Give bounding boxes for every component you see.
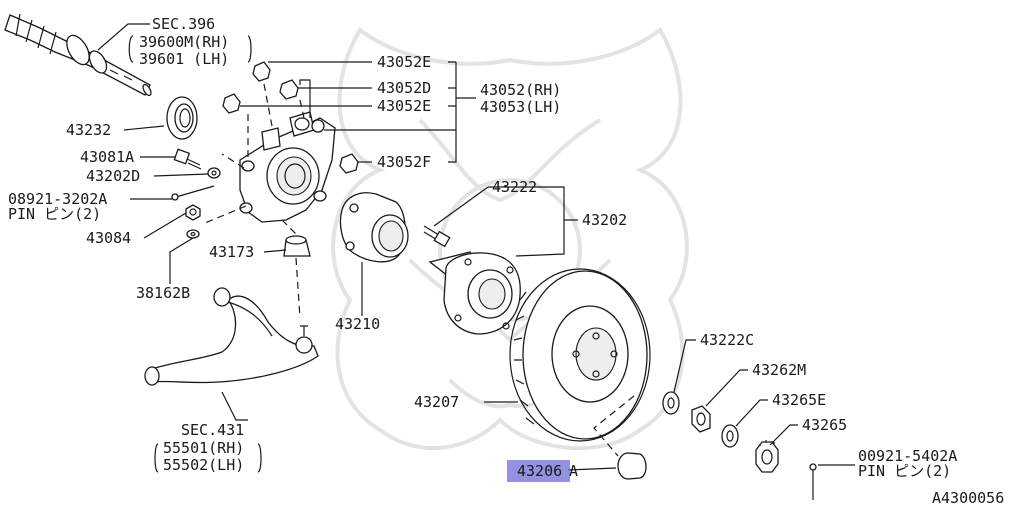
bumper-43173[interactable]: [283, 235, 311, 257]
bushing-43052E-top[interactable]: [252, 61, 271, 82]
label-43084: 43084: [86, 229, 131, 247]
bushing-43052F[interactable]: [339, 153, 359, 174]
bushing-43052E-mid[interactable]: [222, 93, 241, 114]
label-43222C: 43222C: [700, 331, 754, 349]
label-43265: 43265: [802, 416, 847, 434]
washer-38162B[interactable]: [186, 229, 200, 239]
label-43052E-top: 43052E: [377, 53, 431, 71]
label-43052-rh: 43052(RH): [480, 81, 561, 99]
label-sec396-rh: 39600M(RH): [139, 33, 229, 51]
leader-lines: [97, 23, 855, 473]
label-43206: 43206: [517, 462, 562, 480]
label-43207: 43207: [414, 393, 459, 411]
pin-00921[interactable]: [809, 463, 817, 500]
hub-bolt-43222[interactable]: [423, 225, 451, 248]
label-43262M: 43262M: [752, 361, 806, 379]
label-38162B: 38162B: [136, 284, 190, 302]
label-43222: 43222: [492, 178, 537, 196]
label-43053-lh: 43053(LH): [480, 98, 561, 116]
drive-shaft[interactable]: [4, 13, 153, 97]
oil-seal-43232[interactable]: [166, 96, 198, 140]
label-00921: 00921-5402A: [858, 447, 957, 465]
washer-43202D[interactable]: [207, 167, 221, 179]
wheel-hub-43202[interactable]: [428, 251, 521, 335]
brake-disc-43207[interactable]: [509, 268, 651, 442]
labels: SEC.396 39600M(RH) 39601 (LH) 43052E 430…: [8, 15, 1004, 507]
label-43052E-mid: 43052E: [377, 97, 431, 115]
label-43202: 43202: [582, 211, 627, 229]
label-sec396: SEC.396: [152, 15, 215, 33]
lower-arm[interactable]: [144, 287, 319, 386]
label-sec431: SEC.431: [181, 421, 244, 439]
washer-43265E[interactable]: [721, 424, 739, 448]
label-08921: 08921-3202A: [8, 190, 107, 208]
nut-43262M[interactable]: [691, 405, 711, 433]
nut-43084[interactable]: [185, 204, 201, 221]
label-43206-suffix: A: [569, 462, 578, 480]
label-43210: 43210: [335, 315, 380, 333]
label-43265E: 43265E: [772, 391, 826, 409]
label-43081A: 43081A: [80, 148, 134, 166]
label-43232: 43232: [66, 121, 111, 139]
highlight-43206: [507, 460, 570, 482]
label-pin-left: PIN ピン(2): [8, 205, 101, 223]
dust-cap-43206A[interactable]: [617, 452, 647, 480]
label-sec431-rh: 55501(RH): [163, 439, 244, 457]
rear-knuckle[interactable]: [239, 111, 336, 223]
castle-nut-43265[interactable]: [755, 440, 779, 473]
label-43052F: 43052F: [377, 153, 431, 171]
label-43052D: 43052D: [377, 79, 431, 97]
bearing-housing-43210[interactable]: [339, 192, 409, 263]
bushing-43052D[interactable]: [279, 79, 299, 100]
label-sec431-lh: 55502(LH): [163, 456, 244, 474]
pin-08921[interactable]: [171, 185, 215, 201]
label-43202D: 43202D: [86, 167, 140, 185]
label-43173: 43173: [209, 243, 254, 261]
label-sec396-lh: 39601 (LH): [139, 50, 229, 68]
diagram-id: A4300056: [932, 489, 1004, 507]
label-pin-right: PIN ピン(2): [858, 462, 951, 480]
bolt-43081A[interactable]: [173, 148, 202, 170]
washer-43222C[interactable]: [662, 391, 680, 415]
